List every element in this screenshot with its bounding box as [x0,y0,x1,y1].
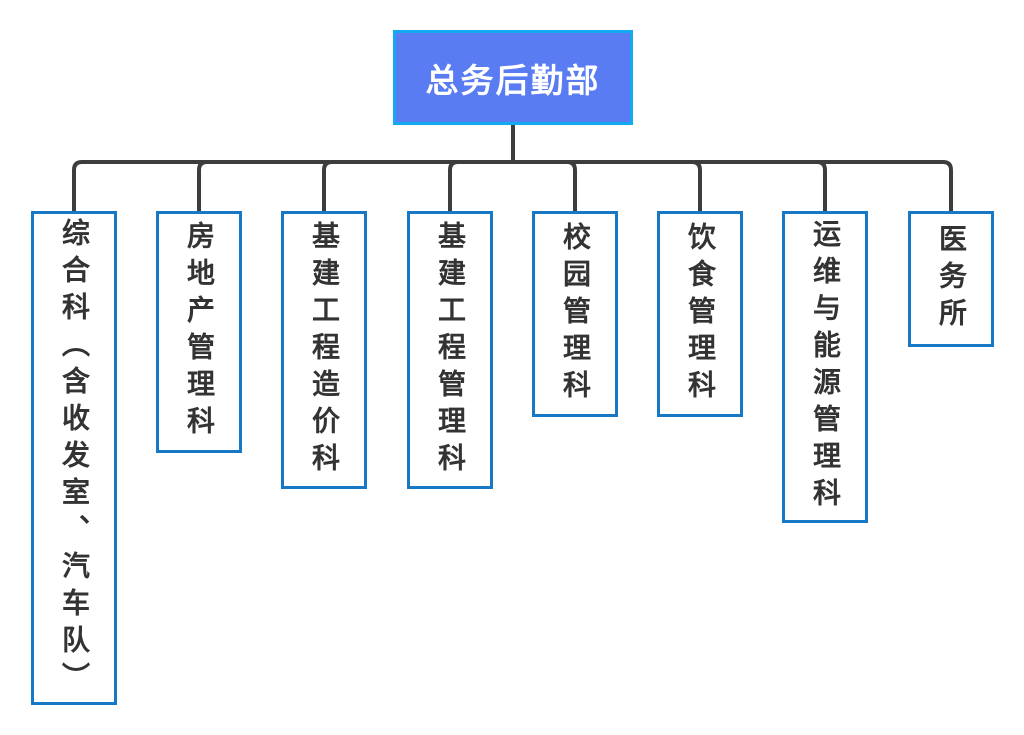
node-label: 基建工程造价科 [309,220,340,480]
node-label: 饮食管理科 [685,221,716,407]
node-label: 房地产管理科 [184,221,215,443]
node-label: 校园管理科 [560,221,591,407]
node-label: 医务所 [936,223,967,335]
connector-child-6 [513,160,702,212]
node-label: 综合科（含收发室、汽车队） [59,217,90,699]
node-infrastructure-management-section[interactable]: 基建工程管理科 [407,211,493,489]
connector-child-8 [513,160,953,212]
connector-child-3 [322,160,513,212]
node-infrastructure-cost-section[interactable]: 基建工程造价科 [281,211,367,489]
node-campus-management-section[interactable]: 校园管理科 [532,211,618,417]
node-root[interactable]: 总务后勤部 [393,30,633,125]
node-operations-energy-management-section[interactable]: 运维与能源管理科 [782,211,868,523]
node-label: 运维与能源管理科 [810,219,841,515]
node-medical-office[interactable]: 医务所 [908,211,994,347]
node-real-estate-management-section[interactable]: 房地产管理科 [156,211,242,453]
node-label: 基建工程管理科 [435,220,466,480]
connector-child-5 [513,160,577,212]
node-food-service-management-section[interactable]: 饮食管理科 [657,211,743,417]
connector-child-1 [72,160,513,212]
connector-child-2 [197,160,513,212]
connector-child-4 [448,160,513,212]
connector-child-7 [513,160,827,212]
node-root-label: 总务后勤部 [425,61,601,99]
node-general-affairs-section[interactable]: 综合科（含收发室、汽车队） [31,211,117,705]
